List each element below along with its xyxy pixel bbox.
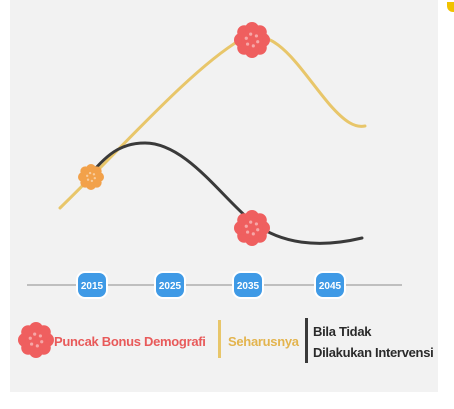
year-badge-2025: 2025 [154,271,186,299]
legend-peak-label: Puncak Bonus Demografi [54,334,206,349]
legend-should-divider [218,320,221,358]
year-badge-2015: 2015 [76,271,108,299]
legend-peak-icon [18,322,54,358]
start-marker [78,164,104,190]
legend-no-intervention-divider [305,318,308,363]
year-label-2015: 2015 [81,281,104,292]
legend-should-label: Seharusnya [228,334,299,349]
year-label-2025: 2025 [159,281,182,292]
year-badge-2035: 2035 [232,271,264,299]
corner-decoration [447,2,454,12]
peak-marker-should [234,22,270,58]
peak-marker-no-intervention [234,210,270,246]
year-label-2045: 2045 [319,281,342,292]
legend-no-intervention-line1: Bila Tidak [313,324,372,339]
year-badge-2045: 2045 [314,271,346,299]
no-intervention-curve [88,141,364,245]
legend-no-intervention-line2: Dilakukan Intervensi [313,345,434,360]
year-label-2035: 2035 [237,281,260,292]
